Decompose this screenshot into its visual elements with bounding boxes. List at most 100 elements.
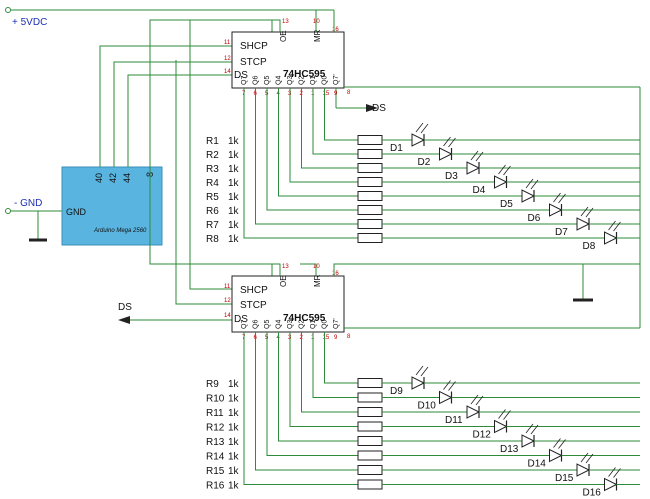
chip2-output-1: Q6 xyxy=(253,320,260,329)
resistor-value: 1k xyxy=(228,206,240,217)
channel-wire xyxy=(266,88,358,211)
chip1-label-mr: MR xyxy=(313,29,322,42)
resistor xyxy=(357,135,383,145)
chip2-pin-mr: 10 xyxy=(313,264,320,270)
led-symbol xyxy=(494,175,508,189)
led-symbol xyxy=(439,390,453,405)
chip1-input-shcp: SHCP xyxy=(240,41,268,52)
led-label: D7 xyxy=(555,227,568,238)
resistor-value: 1k xyxy=(228,394,240,405)
chip1-name: 74HC595 xyxy=(283,69,326,80)
chip1-output-pin-7: 15 xyxy=(323,91,330,97)
led-label: D3 xyxy=(445,171,458,182)
resistor-label: R14 xyxy=(206,452,225,463)
resistor-label: R9 xyxy=(206,379,219,390)
chip2-output-3: Q4 xyxy=(276,320,283,329)
led-symbol xyxy=(466,161,481,175)
led-symbol xyxy=(411,376,426,390)
led-label: D4 xyxy=(473,185,486,196)
led-label: D5 xyxy=(500,199,513,210)
led-light-arrow xyxy=(503,165,511,176)
right-rails xyxy=(573,87,641,328)
resistor-label: R11 xyxy=(206,408,224,419)
resistor-label: R3 xyxy=(206,164,219,175)
arduino-signal-wires: DS xyxy=(99,19,273,324)
chip1-label-oe: OE xyxy=(279,30,288,42)
chip1-output-2: Q5 xyxy=(264,76,271,85)
chip2-output-0: Q7 xyxy=(241,320,248,329)
led-light-arrow xyxy=(608,220,616,231)
chip1-pin-stcp: 12 xyxy=(224,56,231,62)
resistor-label: R2 xyxy=(206,150,219,161)
resistor-value: 1k xyxy=(228,408,240,419)
led-symbol xyxy=(466,405,481,419)
led-light-arrow xyxy=(415,365,424,376)
resistor xyxy=(357,450,383,461)
resistor xyxy=(357,421,383,432)
power-rails: + 5VDC - GND xyxy=(5,7,334,242)
shift-register-1: SHCP STCP DS 11 12 14 OE MR 13 10 16 74H… xyxy=(224,10,640,114)
arduino-name: Arduino Mega 2560 xyxy=(93,228,147,234)
resistor-value: 1k xyxy=(228,234,240,245)
led-light-arrow xyxy=(420,123,429,134)
channel-wire xyxy=(289,88,358,183)
resistor xyxy=(357,479,383,490)
resistor-value: 1k xyxy=(228,481,240,492)
led-label: D11 xyxy=(445,415,463,426)
chip2-input-ds: DS xyxy=(234,314,248,325)
led-light-arrow xyxy=(558,193,566,204)
led-light-arrow xyxy=(498,164,506,175)
chip2-label-mr: MR xyxy=(313,274,322,287)
led-light-arrow xyxy=(470,394,479,405)
resistor xyxy=(357,149,383,159)
resistor-value: 1k xyxy=(228,466,240,477)
led-label: D10 xyxy=(418,401,437,412)
resistor-label: R4 xyxy=(206,178,219,189)
chip2-input-stcp: STCP xyxy=(240,300,267,311)
resistor xyxy=(357,163,383,173)
chip2-pin-oe: 13 xyxy=(282,264,289,270)
resistor-label: R16 xyxy=(206,481,225,492)
chip1-output-1: Q6 xyxy=(253,76,260,85)
chip1-pin-vcc: 16 xyxy=(332,27,339,33)
resistor-label: R13 xyxy=(206,437,225,448)
channel-wire xyxy=(289,332,358,427)
resistor-value: 1k xyxy=(228,192,240,203)
chip1-output-3: Q4 xyxy=(276,76,283,85)
chip2-pin-stcp: 12 xyxy=(224,298,231,304)
chip2-name: 74HC595 xyxy=(283,313,326,324)
chip1-output-5: Q2 xyxy=(299,76,306,85)
led-symbol xyxy=(521,434,536,448)
vcc-label: + 5VDC xyxy=(12,17,47,28)
chip2-output-8: Q7' xyxy=(333,318,340,329)
channel-wire xyxy=(278,88,358,197)
channel-wire xyxy=(278,332,358,442)
led-symbol xyxy=(411,133,426,147)
arduino-pin-40: 40 xyxy=(94,173,104,183)
resistor-value: 1k xyxy=(228,379,240,390)
led-symbol xyxy=(549,448,563,463)
resistor-value: 1k xyxy=(228,150,240,161)
led-symbol xyxy=(521,189,536,203)
chip1-pin-mr: 10 xyxy=(313,19,320,25)
chip1-output-8: Q7' xyxy=(333,74,340,85)
led-label: D13 xyxy=(500,444,519,455)
chip1-pin-shcp: 11 xyxy=(224,40,231,46)
shift-register-2: SHCP STCP DS 11 12 14 OE MR 13 10 16 74H… xyxy=(224,263,640,340)
channel-wire xyxy=(255,88,358,225)
led-light-arrow xyxy=(525,423,534,434)
led-symbol xyxy=(604,477,618,492)
led-light-arrow xyxy=(530,424,539,435)
resistor-label: R10 xyxy=(206,394,225,405)
chip2-output-7: Q0 xyxy=(322,320,329,329)
resistor xyxy=(357,436,383,446)
led-light-arrow xyxy=(525,178,534,189)
chip2-output-5: Q2 xyxy=(299,320,306,329)
chip2-output-6: Q1 xyxy=(310,320,317,329)
led-light-arrow xyxy=(498,409,506,419)
led-light-arrow xyxy=(580,452,589,463)
led-light-arrow xyxy=(530,179,539,190)
channel-wire xyxy=(312,88,358,155)
